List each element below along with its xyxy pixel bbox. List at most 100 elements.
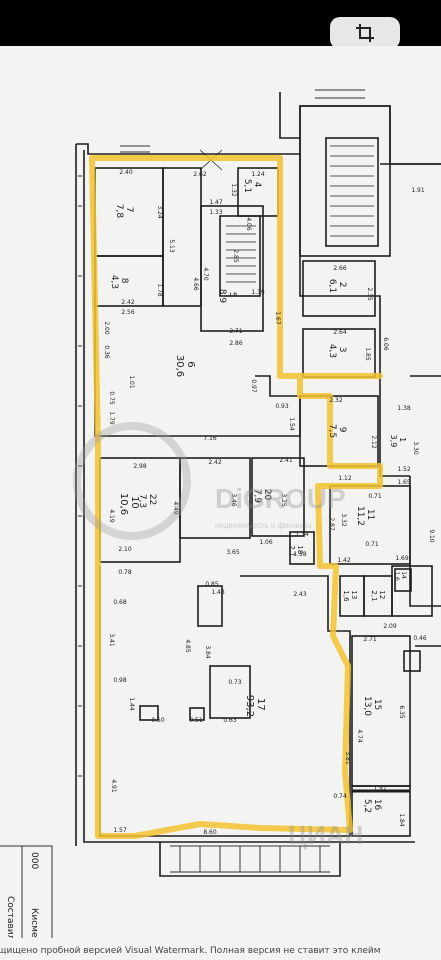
room-1-label: 1 3,9 xyxy=(389,435,407,448)
svg-text:6.06: 6.06 xyxy=(382,337,389,351)
svg-text:4.19: 4.19 xyxy=(108,509,115,523)
room-4-label: 4 5,1 xyxy=(242,179,262,193)
svg-text:0.78: 0.78 xyxy=(118,569,132,576)
svg-text:5.13: 5.13 xyxy=(168,239,175,253)
svg-text:4.70: 4.70 xyxy=(202,267,209,281)
svg-text:1.67: 1.67 xyxy=(274,311,281,325)
svg-text:1.34: 1.34 xyxy=(295,531,309,538)
floor-plan-drawing: 7 7,8 8 4,3 5 8,9 4 5,1 6 30,6 2 6,1 3 4… xyxy=(0,89,441,938)
svg-text:3.65: 3.65 xyxy=(226,549,240,556)
svg-text:2.10: 2.10 xyxy=(118,546,132,553)
svg-text:6.35: 6.35 xyxy=(398,705,405,719)
svg-text:9.10: 9.10 xyxy=(428,529,435,543)
svg-text:2.41: 2.41 xyxy=(279,457,293,464)
svg-text:2.56: 2.56 xyxy=(121,309,135,316)
svg-text:3.81: 3.81 xyxy=(344,751,351,765)
svg-text:3.24: 3.24 xyxy=(156,205,163,219)
room-5-label: 5 8,9 xyxy=(217,289,237,304)
room-9-label: 9 7,5 xyxy=(327,424,347,438)
svg-text:2.66: 2.66 xyxy=(333,265,347,272)
watermark-notice-bar: щищено пробной версией Visual Watermark.… xyxy=(0,938,441,960)
floor-plan-image: 7 7,8 8 4,3 5 8,9 4 5,1 6 30,6 2 6,1 3 4… xyxy=(0,46,441,938)
svg-text:0.51: 0.51 xyxy=(189,717,203,724)
svg-text:1.91: 1.91 xyxy=(411,187,425,194)
svg-text:0.93: 0.93 xyxy=(275,403,289,410)
svg-text:0.98: 0.98 xyxy=(113,677,127,684)
svg-text:1.48: 1.48 xyxy=(211,589,225,596)
svg-text:2.71: 2.71 xyxy=(363,636,377,643)
room-6-label: 6 30,6 xyxy=(174,355,196,377)
svg-text:2.62: 2.62 xyxy=(193,171,207,178)
svg-text:2.87: 2.87 xyxy=(328,517,335,531)
watermark-notice-text: щищено пробной версией Visual Watermark.… xyxy=(0,946,381,956)
svg-text:2.40: 2.40 xyxy=(119,169,133,176)
svg-text:3.46: 3.46 xyxy=(230,493,237,507)
svg-text:1.39: 1.39 xyxy=(251,289,265,296)
svg-text:0.75: 0.75 xyxy=(108,391,115,405)
svg-text:0.71: 0.71 xyxy=(368,493,382,500)
svg-text:0.71: 0.71 xyxy=(365,541,379,548)
svg-text:2.42: 2.42 xyxy=(121,299,135,306)
svg-text:1.78: 1.78 xyxy=(156,283,163,297)
svg-text:1.52: 1.52 xyxy=(397,466,411,473)
stamp-line2: Кисмет xyxy=(29,908,39,938)
watermark-brand-text: DiGROUP xyxy=(215,483,346,514)
svg-text:2.64: 2.64 xyxy=(333,329,347,336)
svg-text:3.32: 3.32 xyxy=(340,513,347,527)
svg-text:2.43: 2.43 xyxy=(293,591,307,598)
room-3-label: 3 4,3 xyxy=(327,344,347,358)
svg-text:2.32: 2.32 xyxy=(329,397,343,404)
room-17-label: 17 93,2 xyxy=(244,695,266,717)
svg-text:0.73: 0.73 xyxy=(228,679,242,686)
room-14-label: 14 1,6 xyxy=(393,571,407,581)
svg-text:1.65: 1.65 xyxy=(397,479,411,486)
stamp-line3: 000 xyxy=(29,852,39,869)
svg-text:2.98: 2.98 xyxy=(133,463,147,470)
svg-text:4.49: 4.49 xyxy=(172,501,179,515)
room-16-label: 16 5,2 xyxy=(362,799,382,813)
image-viewer-topbar xyxy=(0,0,441,49)
svg-text:1.69: 1.69 xyxy=(395,555,409,562)
svg-text:3.25: 3.25 xyxy=(280,493,287,507)
room-11-label: 11 11,2 xyxy=(355,506,375,526)
svg-text:2.86: 2.86 xyxy=(229,340,243,347)
svg-text:2.00: 2.00 xyxy=(103,321,110,335)
svg-text:0.63: 0.63 xyxy=(223,717,237,724)
svg-text:1.79: 1.79 xyxy=(108,411,115,425)
svg-text:0.85: 0.85 xyxy=(205,581,219,588)
room-22-label: 22 7,3 xyxy=(137,494,157,508)
room-10-label: 10 10,6 xyxy=(118,493,140,515)
svg-text:1.84: 1.84 xyxy=(398,813,405,827)
svg-text:1.38: 1.38 xyxy=(397,405,411,412)
svg-text:1.85: 1.85 xyxy=(364,347,371,361)
svg-text:7.16: 7.16 xyxy=(203,435,217,442)
svg-text:4.06: 4.06 xyxy=(245,217,252,231)
digroup-watermark: DiGROUP недвижимость и финансы ЦИАН xyxy=(73,422,363,850)
room-12-label: 12 2,1 xyxy=(370,590,386,601)
svg-text:3.41: 3.41 xyxy=(108,633,115,647)
svg-text:1.54: 1.54 xyxy=(288,417,295,431)
svg-text:1.06: 1.06 xyxy=(259,539,273,546)
watermark-tagline-text: недвижимость и финансы xyxy=(215,521,312,530)
svg-text:1.32: 1.32 xyxy=(230,183,237,197)
svg-text:0.50: 0.50 xyxy=(151,717,165,724)
crop-icon xyxy=(356,24,374,42)
svg-text:3.84: 3.84 xyxy=(204,645,211,659)
svg-text:1.97: 1.97 xyxy=(373,785,387,792)
svg-text:1.01: 1.01 xyxy=(128,375,135,389)
watermark-cian-text: ЦИАН xyxy=(288,820,363,850)
svg-text:2.35: 2.35 xyxy=(366,287,373,301)
stamp-table xyxy=(0,845,53,938)
room-18-label: 18 2,1 xyxy=(288,545,304,556)
room-7-label: 7 7,8 xyxy=(114,204,134,219)
svg-text:1.12: 1.12 xyxy=(338,475,352,482)
svg-text:0.36: 0.36 xyxy=(103,345,110,359)
svg-text:0.97: 0.97 xyxy=(250,379,257,393)
svg-text:1.42: 1.42 xyxy=(337,557,351,564)
svg-text:0.68: 0.68 xyxy=(113,599,127,606)
crop-button[interactable] xyxy=(330,17,400,49)
svg-text:2.12: 2.12 xyxy=(370,435,377,449)
svg-text:1.18: 1.18 xyxy=(293,551,307,558)
svg-text:1.47: 1.47 xyxy=(209,199,223,206)
stamp-line1: Составил xyxy=(5,896,15,938)
